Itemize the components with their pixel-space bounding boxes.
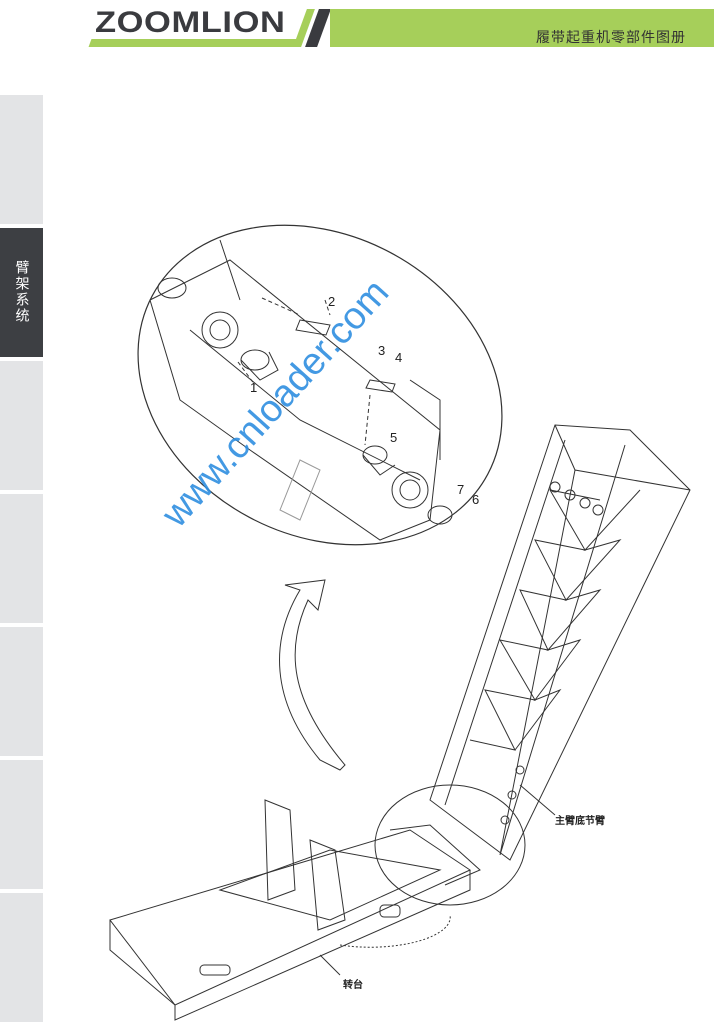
- callout-1: 1: [250, 380, 257, 395]
- main-boom-base-section: [429, 424, 691, 861]
- callout-6: 6: [472, 492, 479, 507]
- header-accent-strip: [88, 39, 300, 47]
- callout-3: 3: [378, 343, 385, 358]
- sidebar-tab-3[interactable]: [0, 361, 43, 490]
- callout-4: 4: [395, 350, 402, 365]
- catalog-title: 履带起重机零部件图册: [536, 30, 686, 46]
- callout-2: 2: [328, 294, 335, 309]
- sidebar-tab-label: 臂架系统: [13, 260, 30, 324]
- sidebar-tab-7[interactable]: [0, 893, 43, 1022]
- detail-view: [137, 224, 503, 546]
- sidebar-tab-1[interactable]: [0, 95, 43, 224]
- boom-joint-detail-circle: [374, 784, 526, 906]
- sidebar-tab-4[interactable]: [0, 494, 43, 623]
- section-sidebar: 臂架系统: [0, 95, 43, 1026]
- callout-5: 5: [390, 430, 397, 445]
- sidebar-tab-6[interactable]: [0, 760, 43, 889]
- part-number-callouts: 1 2 3 4 5 6 7: [250, 294, 479, 507]
- page-header: ZOOMLION 履带起重机零部件图册: [0, 0, 725, 60]
- label-turntable: 转台: [343, 980, 363, 991]
- sidebar-tab-5[interactable]: [0, 627, 43, 756]
- leader-main-boom: [519, 784, 556, 816]
- callout-7: 7: [457, 482, 464, 497]
- label-main-boom-base: 主臂底节臂: [555, 816, 605, 827]
- leader-turntable: [319, 954, 341, 976]
- zoomlion-logo: ZOOMLION: [95, 6, 286, 39]
- detail-arrow: [279, 579, 346, 771]
- header-green-bar: 履带起重机零部件图册: [330, 9, 714, 47]
- sidebar-tab-boom-system[interactable]: 臂架系统: [0, 228, 43, 357]
- turntable: [109, 799, 481, 1021]
- boom-assembly-drawing: 1 2 3 4 5 6 7: [109, 224, 691, 1021]
